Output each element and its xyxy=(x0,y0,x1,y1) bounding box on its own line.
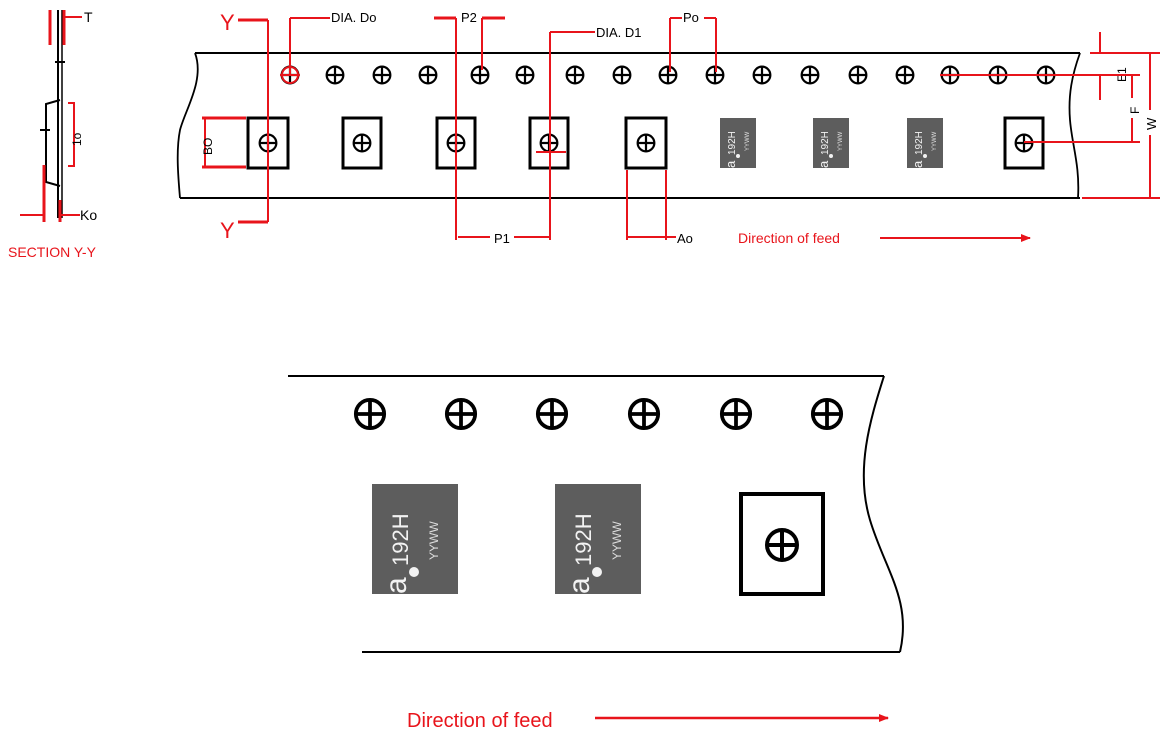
chip-datecode: YYWW xyxy=(610,521,624,560)
section-label-ko: Ko xyxy=(80,207,97,223)
chip-datecode: YYWW xyxy=(932,131,938,151)
sprocket-hole-icon xyxy=(325,65,345,85)
sprocket-hole-icon xyxy=(418,65,438,85)
empty-pocket xyxy=(341,116,383,170)
chip-marking: 192H xyxy=(571,513,596,566)
pocket-hole-icon xyxy=(636,133,656,153)
dim-dia-do: DIA. Do xyxy=(331,10,377,25)
sprocket-hole-icon xyxy=(612,65,632,85)
dim-w: W xyxy=(1144,117,1159,130)
chip-datecode: YYWW xyxy=(838,131,844,151)
chip-component: 192H YYWW a xyxy=(813,118,849,168)
chip-logo: a xyxy=(816,160,831,168)
sprocket-hole-icon xyxy=(800,65,820,85)
sprocket-hole-icon xyxy=(810,397,844,431)
dim-bo: BO xyxy=(201,138,215,155)
chip-marking: 192H xyxy=(820,131,831,155)
chip-marking: 192H xyxy=(914,131,925,155)
sprocket-hole-icon xyxy=(470,65,490,85)
section-mark-bottom: Y xyxy=(220,218,235,243)
sprocket-hole-icon xyxy=(719,397,753,431)
chip-datecode: YYWW xyxy=(745,131,751,151)
bottom-tape: 192H YYWW a 192H YYWW a Direction of fee… xyxy=(288,375,904,732)
section-label-t: T xyxy=(84,9,93,25)
chip-logo: a xyxy=(723,160,738,168)
sprocket-hole-icon xyxy=(372,65,392,85)
chip-component-large: 192H YYWW a xyxy=(555,484,641,594)
sprocket-holes xyxy=(280,65,1056,85)
section-mark-top: Y xyxy=(220,10,235,35)
chip-component: 192H YYWW a xyxy=(720,118,756,168)
sprocket-hole-icon xyxy=(895,65,915,85)
chip-component-large: 192H YYWW a xyxy=(372,484,458,594)
sprocket-hole-icon xyxy=(535,397,569,431)
dim-po: Po xyxy=(683,10,699,25)
section-title: SECTION Y-Y xyxy=(8,244,97,260)
dim-p2: P2 xyxy=(461,10,477,25)
sprocket-hole-icon xyxy=(658,65,678,85)
sprocket-holes-bottom xyxy=(353,397,844,431)
chip-marking: 192H xyxy=(727,131,738,155)
dim-f: F xyxy=(1128,107,1142,114)
section-label-t-rot: 1o xyxy=(70,132,84,146)
chip-logo: a xyxy=(910,160,925,168)
empty-pocket-large xyxy=(739,492,825,596)
top-tape: 192H YYWW a 192H YYWW a 192H YYWW a xyxy=(176,52,1081,199)
pocket-hole-icon xyxy=(765,528,799,562)
direction-label-top: Direction of feed xyxy=(738,230,840,246)
pocket-hole-icon xyxy=(352,133,372,153)
chip-component: 192H YYWW a xyxy=(907,118,943,168)
dim-ao: Ao xyxy=(677,231,693,246)
sprocket-hole-icon xyxy=(565,65,585,85)
sprocket-hole-icon xyxy=(848,65,868,85)
sprocket-hole-icon xyxy=(752,65,772,85)
sprocket-hole-icon xyxy=(515,65,535,85)
sprocket-hole-icon xyxy=(627,397,661,431)
chip-logo: a xyxy=(380,577,413,594)
chip-datecode: YYWW xyxy=(427,521,441,560)
empty-pocket xyxy=(624,116,668,170)
dim-dia-d1: DIA. D1 xyxy=(596,25,642,40)
sprocket-hole-icon xyxy=(444,397,478,431)
dimension-lines: Y Y DIA. Do P2 DIA. D1 Po BO P1 xyxy=(201,10,1160,246)
section-view: T 1o Ko SECTION Y-Y xyxy=(8,9,97,260)
sprocket-hole-icon xyxy=(353,397,387,431)
chip-marking: 192H xyxy=(388,513,413,566)
chip-logo: a xyxy=(563,577,596,594)
direction-label-bottom: Direction of feed xyxy=(407,710,553,732)
dim-p1: P1 xyxy=(494,231,510,246)
